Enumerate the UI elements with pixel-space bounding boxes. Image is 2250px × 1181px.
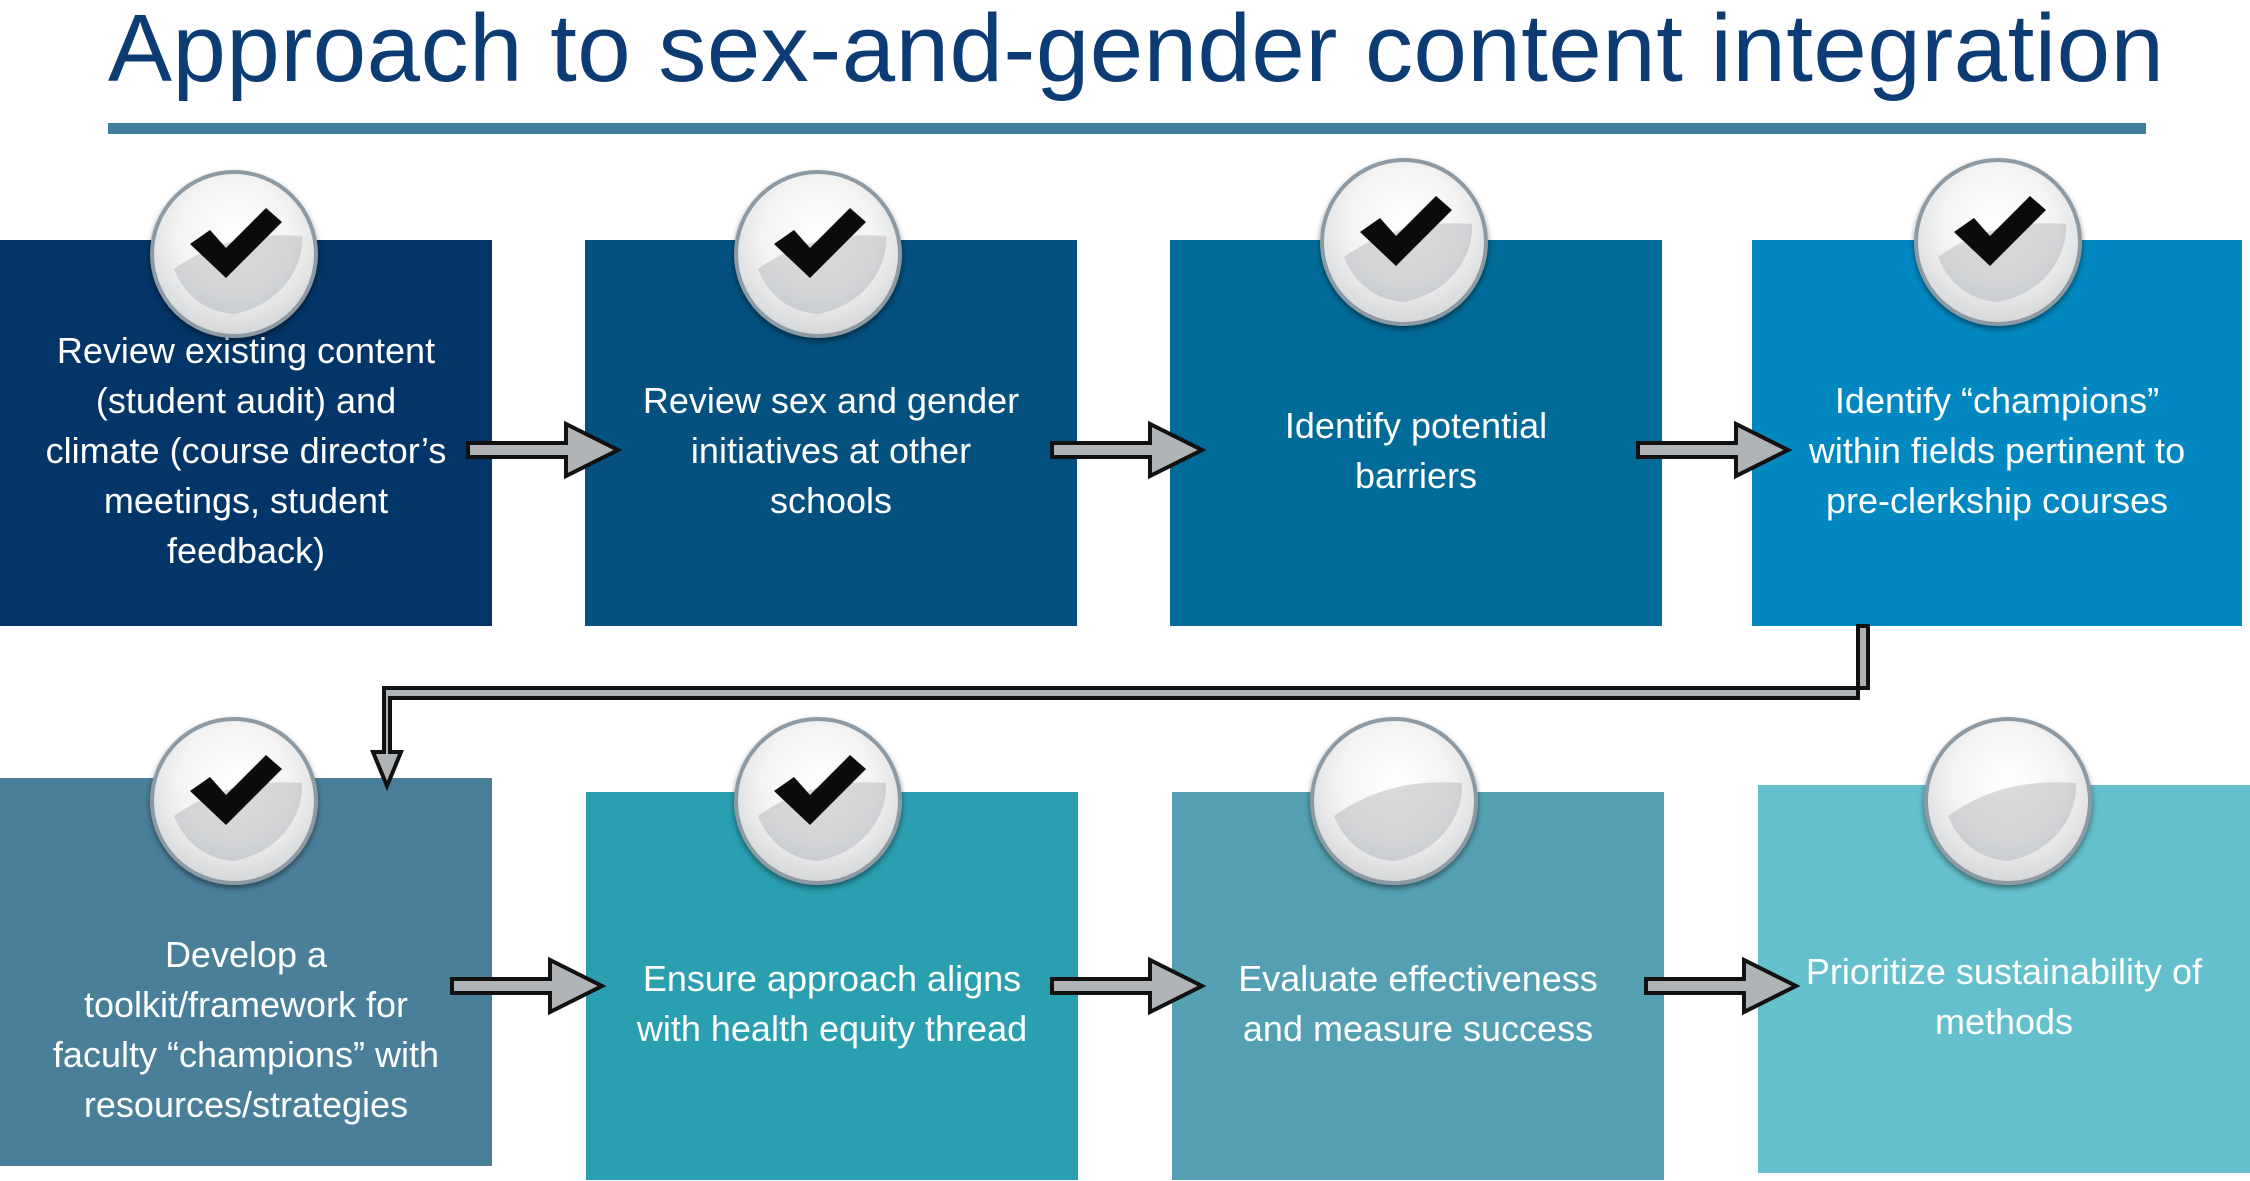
step-5-status-badge <box>150 717 318 885</box>
step-box-8: Prioritize sustainability of methods <box>1758 785 2250 1173</box>
page-title: Approach to sex-and-gender content integ… <box>108 0 2165 102</box>
step-label-7: Evaluate effectiveness and measure succe… <box>1238 958 1598 1049</box>
checkmark-icon <box>190 755 282 825</box>
step-7-status-badge <box>1310 717 1478 885</box>
step-label-3: Identify potential barriers <box>1284 405 1548 496</box>
step-label-5: Develop a toolkit/framework for faculty … <box>52 934 440 1125</box>
arrow-step6-to-step7 <box>1050 956 1206 1016</box>
badge-gloss <box>758 755 887 861</box>
arrow-step5-to-step6 <box>450 956 606 1016</box>
badge-gloss <box>174 208 303 314</box>
arrow-step1-to-step2 <box>466 420 622 480</box>
badge-gloss <box>1938 196 2067 302</box>
arrow-step3-to-step4 <box>1636 420 1792 480</box>
step-box-6: Ensure approach aligns with health equit… <box>586 792 1078 1180</box>
step-2-status-badge <box>734 170 902 338</box>
arrow-step7-to-step8 <box>1644 956 1800 1016</box>
badge-gloss <box>1344 196 1473 302</box>
step-1-status-badge <box>150 170 318 338</box>
step-label-4: Identify “champions” within fields perti… <box>1808 380 2186 521</box>
step-label-8: Prioritize sustainability of methods <box>1805 951 2203 1042</box>
step-4-status-badge <box>1914 158 2082 326</box>
arrow-step2-to-step3 <box>1050 420 1206 480</box>
checkmark-icon <box>774 755 866 825</box>
checkmark-icon <box>774 208 866 278</box>
step-8-status-badge <box>1924 717 2092 885</box>
badge-gloss <box>1948 782 2077 861</box>
title-underline <box>108 123 2146 134</box>
badge-gloss <box>174 755 303 861</box>
step-6-status-badge <box>734 717 902 885</box>
badge-gloss <box>1334 782 1463 861</box>
badge-gloss <box>758 208 887 314</box>
step-box-2: Review sex and gender initiatives at oth… <box>585 240 1077 626</box>
step-label-6: Ensure approach aligns with health equit… <box>636 958 1028 1049</box>
step-3-status-badge <box>1320 158 1488 326</box>
step-label-2: Review sex and gender initiatives at oth… <box>642 380 1020 521</box>
checkmark-icon <box>1954 196 2046 266</box>
checkmark-icon <box>1360 196 1452 266</box>
step-label-1: Review existing content (student audit) … <box>45 330 447 571</box>
checkmark-icon <box>190 208 282 278</box>
